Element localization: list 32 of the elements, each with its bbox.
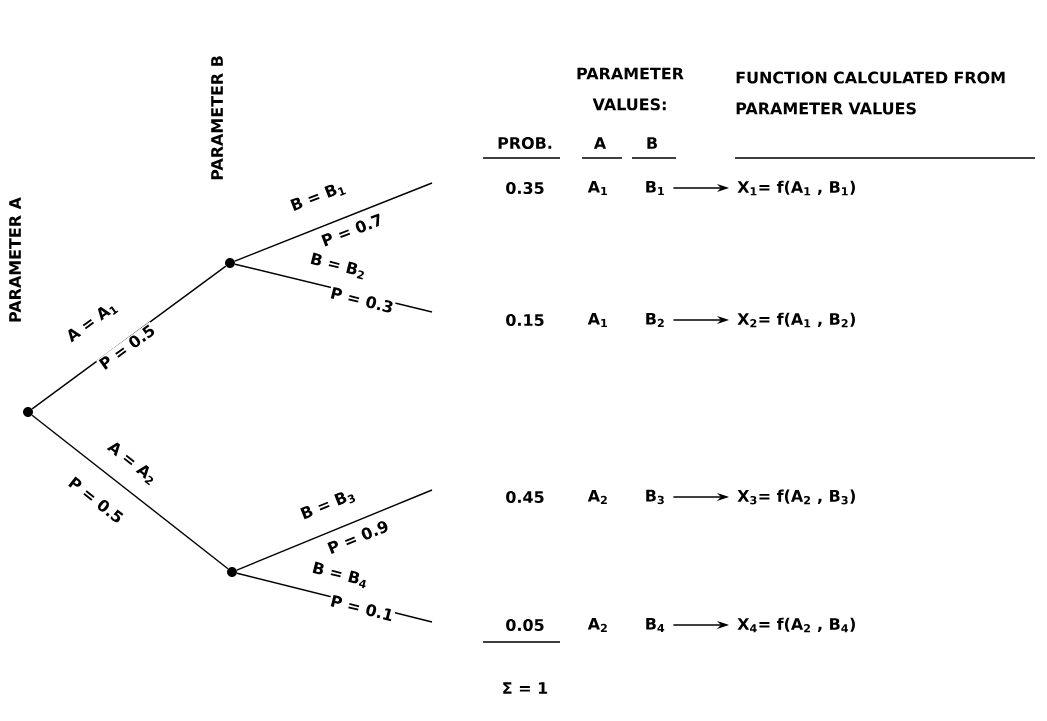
column-heading: FUNCTION CALCULATED FROM PARAMETER VALUES: [736, 71, 1005, 115]
function-label: X$_{2}$= f(A$_{1}$ , B$_{2}$): [737, 312, 855, 328]
function-label: X$_{4}$= f(A$_{2}$ , B$_{4}$): [737, 617, 855, 633]
axis-heading: PARAMETER B: [210, 54, 224, 182]
probability-value: 0.45: [504, 489, 546, 504]
edge-label: B = B$_{2}$: [307, 251, 369, 281]
probability-value: 0.15: [504, 312, 546, 327]
tree-branch: [236, 489, 433, 571]
parameter-value: A$_{2}$: [586, 616, 610, 634]
parameter-value: A$_{1}$: [586, 179, 610, 197]
tree-branch: [31, 414, 229, 570]
probability-value: 0.35: [504, 180, 546, 195]
parameter-value: B$_{1}$: [646, 180, 664, 196]
probability-value: 0.05: [504, 617, 546, 632]
parameter-value: A$_{2}$: [586, 488, 610, 506]
parameter-value: B$_{2}$: [646, 312, 664, 328]
parameter-value: B$_{3}$: [646, 489, 664, 505]
function-label: X$_{1}$= f(A$_{1}$ , B$_{1}$): [737, 180, 855, 196]
sum-label: Σ = 1: [500, 681, 550, 695]
parameter-value: B$_{4}$: [646, 617, 665, 633]
probability-label: P = 0.3: [328, 285, 396, 315]
column-heading: PROB.: [496, 135, 554, 150]
function-label: X$_{3}$= f(A$_{2}$ , B$_{3}$): [737, 489, 855, 505]
column-heading: A: [592, 136, 608, 150]
edge-label: B = B$_{4}$: [309, 560, 371, 590]
probability-label: P = 0.5: [96, 321, 158, 373]
tree-branch: [234, 182, 433, 262]
parameter-value: A$_{1}$: [586, 311, 610, 329]
probability-label: P = 0.1: [328, 593, 396, 623]
axis-heading: PARAMETER A: [8, 196, 22, 324]
column-heading: B: [644, 136, 660, 150]
column-heading: PARAMETER VALUES:: [577, 67, 684, 111]
